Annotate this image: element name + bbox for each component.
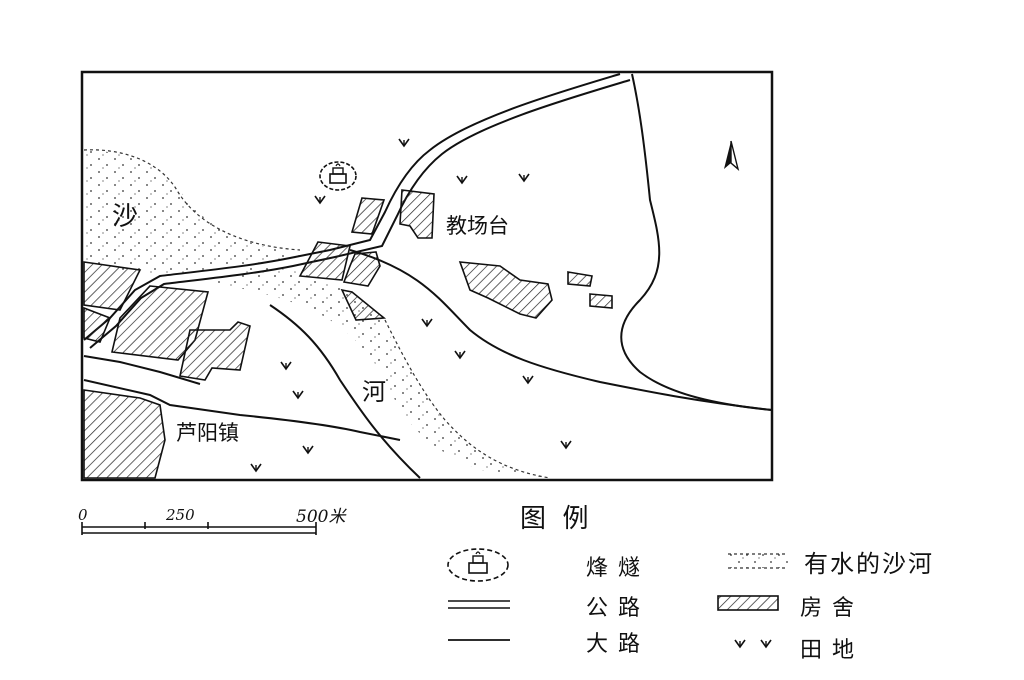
building — [83, 261, 142, 311]
legend-label-mainroad: 大路 — [586, 632, 651, 657]
building — [83, 389, 166, 479]
legend-label-building: 房舍 — [800, 596, 865, 621]
main-road — [83, 379, 401, 441]
scale-tick-0: 0 — [78, 506, 88, 524]
river-west-edge — [83, 149, 301, 251]
river-central-edge — [384, 319, 551, 479]
legend-title: 图 例 — [520, 504, 589, 534]
river-boundary-south — [349, 249, 773, 411]
label-luyangzhen: 芦阳镇 — [176, 421, 239, 445]
building — [179, 321, 251, 381]
legend-label-river: 有水的沙河 — [804, 550, 934, 578]
legend-label-farmland: 田地 — [800, 638, 865, 663]
scale-tick-500: 500米 — [296, 507, 346, 527]
east-riverbed-line — [620, 73, 773, 411]
building — [340, 288, 387, 321]
buildings — [83, 189, 613, 479]
scale-tick-250: 250 — [166, 506, 195, 524]
legend-label-highway: 公路 — [586, 596, 651, 621]
building — [589, 293, 613, 309]
legend-building-symbol — [717, 595, 779, 611]
river-central — [210, 267, 550, 478]
road-southwest-curve — [269, 304, 421, 479]
legend-farmland-symbol — [734, 639, 772, 648]
label-sha: 沙 — [112, 202, 139, 232]
legend-river-symbol — [728, 553, 788, 569]
map-frame — [80, 70, 774, 482]
label-he: 河 — [362, 378, 386, 406]
legend-label-beacon: 烽燧 — [586, 556, 651, 581]
building — [399, 189, 435, 239]
building — [350, 197, 386, 235]
building — [458, 261, 553, 319]
building — [567, 271, 593, 287]
legend-highway-symbol — [448, 600, 510, 609]
beacon-tower-icon — [319, 161, 357, 191]
north-arrow-icon — [724, 140, 740, 171]
scale-bar — [81, 522, 317, 535]
main-road-west-street — [83, 355, 201, 385]
building — [342, 251, 381, 287]
building — [298, 241, 351, 281]
building — [83, 306, 112, 343]
legend-beacon-symbol — [447, 548, 509, 582]
label-jiaochangtai: 教场台 — [446, 214, 509, 238]
river-west — [84, 150, 300, 275]
building — [111, 285, 210, 361]
